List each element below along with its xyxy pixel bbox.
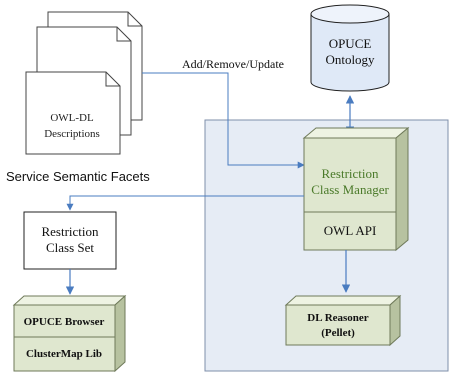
reasoner-label-line1: DL Reasoner xyxy=(307,312,369,324)
add-remove-update-label: Add/Remove/Update xyxy=(182,57,284,71)
update-arrow xyxy=(142,72,305,169)
opuce-browser-block: OPUCE Browser ClusterMap Lib xyxy=(12,294,127,373)
restriction-class-set-box: Restriction Class Set xyxy=(23,211,117,270)
restriction-class-manager-block: Restriction Class Manager OWL API xyxy=(302,126,410,252)
document-page-front xyxy=(25,71,121,155)
opuce-ontology-database: OPUCE Ontology xyxy=(310,4,390,92)
dl-reasoner-block: DL Reasoner (Pellet) xyxy=(284,294,402,347)
manager-set-arrow xyxy=(66,195,304,211)
service-semantic-facets-caption: Service Semantic Facets xyxy=(6,169,150,184)
owl-dl-document-stack: OWL-DL Descriptions xyxy=(25,11,143,155)
manager-label-line2: Class Manager xyxy=(311,182,389,197)
document-label-line2: Descriptions xyxy=(44,128,100,140)
reasoner-label-line2: (Pellet) xyxy=(321,327,355,339)
ontology-label-line2: Ontology xyxy=(325,52,375,67)
browser-top-label: OPUCE Browser xyxy=(24,316,105,328)
set-label-line1: Restriction xyxy=(41,224,99,239)
owl-api-label: OWL API xyxy=(324,223,377,238)
document-label-line1: OWL-DL xyxy=(50,112,94,124)
manager-label-line1: Restriction xyxy=(321,166,379,181)
browser-bottom-label: ClusterMap Lib xyxy=(26,348,102,360)
set-label-line2: Class Set xyxy=(46,240,94,255)
ontology-label-line1: OPUCE xyxy=(329,36,372,51)
